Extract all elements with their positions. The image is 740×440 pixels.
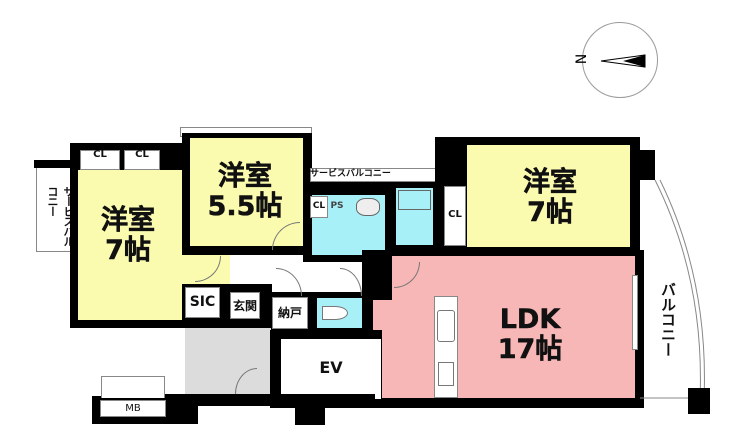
compass-needle-icon <box>600 54 646 68</box>
service-balcony-top-label: サービスバルコニー <box>310 169 391 179</box>
elevator-label: EV <box>319 358 343 377</box>
nando <box>272 297 308 329</box>
room-name: LDK <box>499 304 561 335</box>
room-size: 5.5帖 <box>207 191 283 222</box>
bedroom-right <box>467 145 630 247</box>
ldk <box>392 256 635 398</box>
wall <box>295 400 325 425</box>
wall <box>630 150 655 180</box>
room-size: 7帖 <box>105 235 151 266</box>
room-name: 洋室 <box>523 167 578 198</box>
closet-label: CL <box>448 209 462 220</box>
meter-box-label: MB <box>125 403 141 414</box>
elevator <box>280 338 382 400</box>
wall <box>34 160 74 168</box>
compass-north-label: N <box>574 53 591 65</box>
bedroom-left-label: 洋室 7帖 <box>88 205 168 266</box>
closet-left-1 <box>80 150 120 170</box>
bedroom-center <box>190 138 303 246</box>
closet-left-2 <box>124 150 160 170</box>
bedroom-left-extension <box>182 250 230 287</box>
room-name: 洋室 <box>218 161 273 192</box>
stove-icon <box>438 362 454 386</box>
ldk-label: LDK 17帖 <box>480 304 580 365</box>
closet-label: CL <box>312 201 326 211</box>
closet-wash <box>310 196 328 218</box>
room-name: 洋室 <box>101 205 156 236</box>
meter-box-doors <box>101 376 165 398</box>
wall <box>688 388 710 414</box>
door-nando[interactable] <box>276 268 302 296</box>
balcony-label: バルコニー <box>659 282 677 357</box>
room-size: 7帖 <box>527 197 573 228</box>
bedroom-left <box>78 170 182 320</box>
sink-icon <box>356 198 380 216</box>
kitchen-sink-icon <box>437 310 455 342</box>
sic-label: SIC <box>189 294 216 310</box>
nando-label: 納戸 <box>277 306 302 320</box>
service-balcony-left <box>36 160 72 252</box>
room-size: 17帖 <box>497 334 563 365</box>
bathtub <box>398 190 431 210</box>
genkan-label: 玄関 <box>232 299 257 313</box>
window-ldk <box>632 275 638 350</box>
compass: N <box>574 22 658 98</box>
bedroom-right-label: 洋室 7帖 <box>505 167 595 228</box>
closet-label: CL <box>135 149 149 160</box>
closet-label: CL <box>93 149 107 160</box>
closet-right <box>444 186 466 246</box>
genkan <box>230 292 260 319</box>
bedroom-center-label: 洋室 5.5帖 <box>200 161 290 222</box>
pipe-space-label: PS <box>330 201 344 211</box>
door-toilet[interactable] <box>340 268 362 296</box>
meter-box <box>100 400 166 417</box>
bathroom <box>396 188 433 245</box>
toilet-icon <box>322 306 348 320</box>
entrance-hall <box>185 328 271 394</box>
sic <box>185 287 220 318</box>
